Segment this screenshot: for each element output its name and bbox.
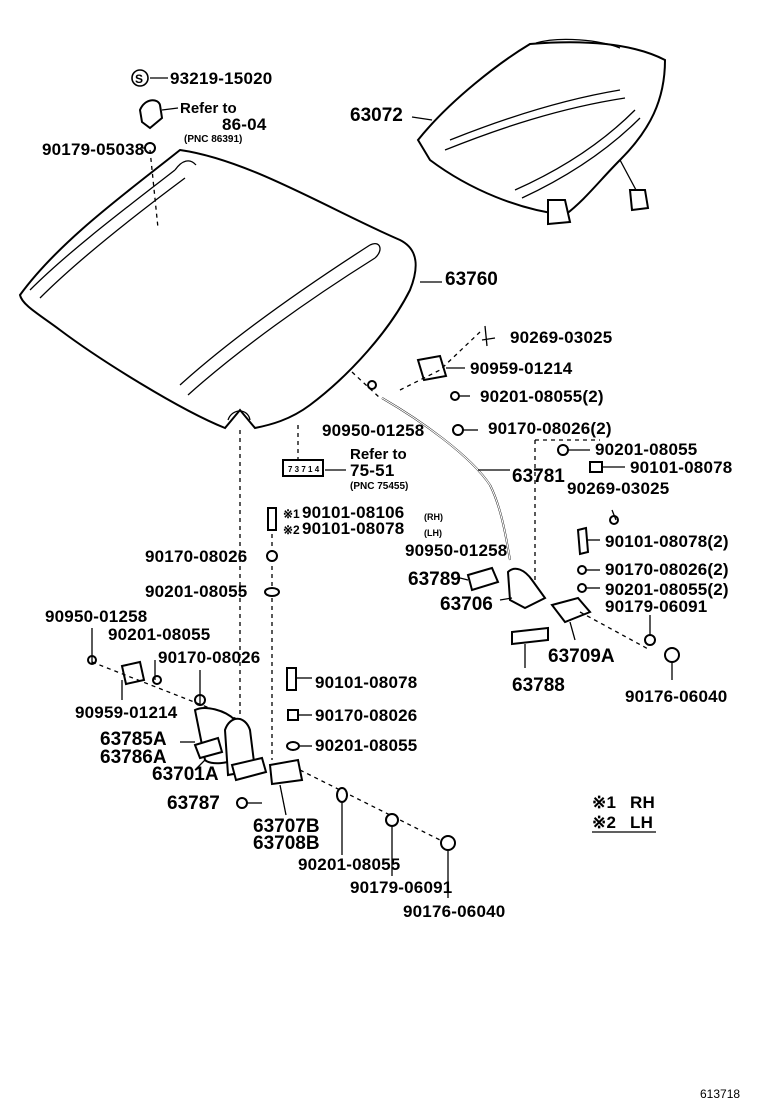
sunroof-panel-63072	[416, 38, 667, 226]
label-90201-08055-2b: 90201-08055(2)	[605, 580, 729, 599]
label-90101-08106: 90101-08106	[302, 503, 404, 522]
support-rod-63781	[351, 371, 511, 561]
label-90176-06040-b: 90176-06040	[403, 902, 505, 921]
label-93219-15020: 93219-15020	[170, 69, 272, 88]
label-90959-01214-b: 90959-01214	[75, 703, 178, 722]
label-90170-08026-2b: 90170-08026(2)	[605, 560, 729, 579]
label-90179-05038: 90179-05038	[42, 140, 144, 159]
label-90170-08026-c: 90170-08026	[158, 648, 260, 667]
label-63786A: 63786A	[100, 747, 167, 768]
label-63760: 63760	[445, 269, 498, 290]
bracket-90959-upper	[367, 325, 496, 436]
label-refer-to-1: Refer to	[180, 100, 237, 117]
label-90201-08055-e: 90201-08055	[315, 736, 417, 755]
label-pnc-75455: (PNC 75455)	[350, 481, 408, 492]
label-90950-01258-a: 90950-01258	[322, 421, 424, 440]
label-63789: 63789	[408, 569, 461, 590]
label-63709A: 63709A	[548, 646, 615, 667]
label-63707B: 63707B	[253, 816, 320, 837]
label-63788: 63788	[512, 675, 565, 696]
legend-star2: ※2	[592, 813, 616, 832]
label-90269-03025-a: 90269-03025	[510, 328, 612, 347]
label-90101-08078-lh: 90101-08078	[302, 519, 404, 538]
label-90950-01258-c: 90950-01258	[45, 607, 147, 626]
label-90179-06091-a: 90179-06091	[605, 597, 707, 616]
label-star1-rh: ※1	[283, 507, 300, 521]
label-90959-01214-a: 90959-01214	[470, 359, 573, 378]
hinge-63701A-assembly	[87, 430, 456, 898]
label-lh-tag: (LH)	[424, 528, 442, 538]
placard-text: 7 3 7 1 4	[288, 465, 320, 474]
label-refer-to-2: Refer to	[350, 446, 407, 463]
legend-star1: ※1	[592, 793, 616, 812]
bolt-s-mark: S	[135, 72, 143, 86]
figure-reference-id: 613718	[700, 1087, 740, 1101]
label-90269-03025-b: 90269-03025	[567, 479, 669, 498]
label-star2-lh: ※2	[283, 523, 300, 537]
label-90201-08055-f: 90201-08055	[298, 855, 400, 874]
label-90176-06040-a: 90176-06040	[625, 687, 727, 706]
roof-panel-63760	[18, 148, 417, 430]
label-63787: 63787	[167, 793, 220, 814]
label-90101-08078-a: 90101-08078	[630, 458, 732, 477]
label-rh-tag: (RH)	[424, 512, 443, 522]
label-90101-08078-b: 90101-08078	[315, 673, 417, 692]
label-90170-08026-b: 90170-08026	[145, 547, 247, 566]
legend-lh: LH	[630, 813, 653, 832]
label-63785A: 63785A	[100, 729, 167, 750]
label-pnc-86391: (PNC 86391)	[184, 134, 242, 145]
clip-93219	[131, 69, 179, 229]
label-90170-08026-2a: 90170-08026(2)	[488, 419, 612, 438]
label-63706: 63706	[440, 594, 493, 615]
label-63708B: 63708B	[253, 833, 320, 854]
label-90179-06091-b: 90179-06091	[350, 878, 452, 897]
label-75-51: 75-51	[350, 461, 394, 480]
label-90201-08055-d: 90201-08055	[108, 625, 210, 644]
leader-63072	[411, 116, 433, 121]
label-63701A: 63701A	[152, 764, 219, 785]
placard-75-51	[282, 425, 346, 477]
label-90101-08078-2: 90101-08078(2)	[605, 532, 729, 551]
label-86-04: 86-04	[222, 115, 267, 134]
label-63072: 63072	[350, 105, 403, 126]
label-90201-08055-b: 90201-08055	[595, 440, 697, 459]
label-90201-08055-2a: 90201-08055(2)	[480, 387, 604, 406]
label-63781: 63781	[512, 466, 565, 487]
label-90201-08055-c: 90201-08055	[145, 582, 247, 601]
legend-rh: RH	[630, 793, 655, 812]
hinge-63706-assembly	[459, 439, 680, 680]
label-90170-08026-d: 90170-08026	[315, 706, 417, 725]
label-90950-01258-b: 90950-01258	[405, 541, 507, 560]
